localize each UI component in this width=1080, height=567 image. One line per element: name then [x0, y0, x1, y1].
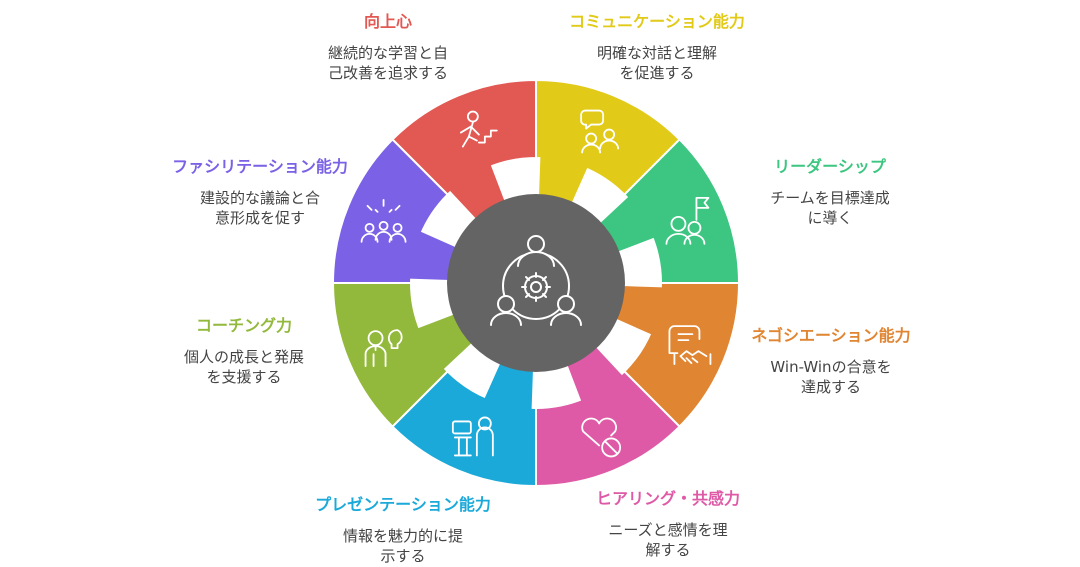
segment-facilitation-tab: [409, 231, 458, 280]
chat-people-icon: [580, 109, 620, 154]
segment-presentation-tab: [484, 361, 533, 410]
segment-title: ネゴシエーション能力: [751, 326, 911, 345]
segment-description: チームを目標達成に導く: [770, 188, 890, 228]
label-communication: コミュニケーション能力 明確な対話と理解を促進する: [552, 12, 762, 84]
label-facilitation: ファシリテーション能力 建設的な議論と合意形成を促す: [150, 157, 370, 229]
climbing-stairs-icon: [459, 110, 498, 148]
segment-description: 明確な対話と理解を促進する: [596, 43, 717, 83]
segment-title: 向上心: [363, 12, 412, 31]
label-negotiation: ネゴシエーション能力 Win-Winの合意を達成する: [736, 326, 926, 398]
coach-idea-icon: [364, 329, 403, 368]
segment-description: Win-Winの合意を達成する: [770, 357, 892, 397]
group-celebration-icon: [360, 198, 407, 243]
presenter-podium-icon: [451, 416, 494, 457]
team-collaboration-gear-icon: [490, 235, 582, 326]
flag-leader-icon: [665, 196, 710, 245]
segment-description: ニーズと感情を理解する: [608, 520, 728, 560]
segment-title: リーダーシップ: [774, 157, 886, 176]
label-leadership: リーダーシップ チームを目標達成に導く: [740, 157, 920, 229]
segment-negotiation-tab: [614, 286, 663, 335]
contract-handshake-icon: [668, 325, 712, 366]
label-ambition: 向上心 継続的な学習と自己改善を追求する: [323, 12, 453, 84]
label-listening-empathy: ヒアリング・共感力 ニーズと感情を理解する: [578, 489, 758, 561]
segment-title: ファシリテーション能力: [172, 157, 348, 176]
segment-description: 建設的な議論と合意形成を促す: [199, 188, 320, 228]
segment-title: ヒアリング・共感力: [595, 489, 740, 508]
segment-title: コミュニケーション能力: [569, 12, 745, 31]
heart-pill-icon: [581, 417, 622, 458]
segment-description: 継続的な学習と自己改善を追求する: [327, 43, 448, 83]
segment-communication-tab: [539, 156, 588, 205]
segment-title: コーチング力: [195, 316, 292, 335]
label-presentation: プレゼンテーション能力 情報を魅力的に提示する: [298, 495, 508, 567]
segment-description: 個人の成長と発展を支援する: [183, 347, 304, 387]
segment-description: 情報を魅力的に提示する: [342, 526, 463, 566]
segment-title: プレゼンテーション能力: [315, 495, 491, 514]
label-coaching: コーチング力 個人の成長と発展を支援する: [164, 316, 324, 388]
